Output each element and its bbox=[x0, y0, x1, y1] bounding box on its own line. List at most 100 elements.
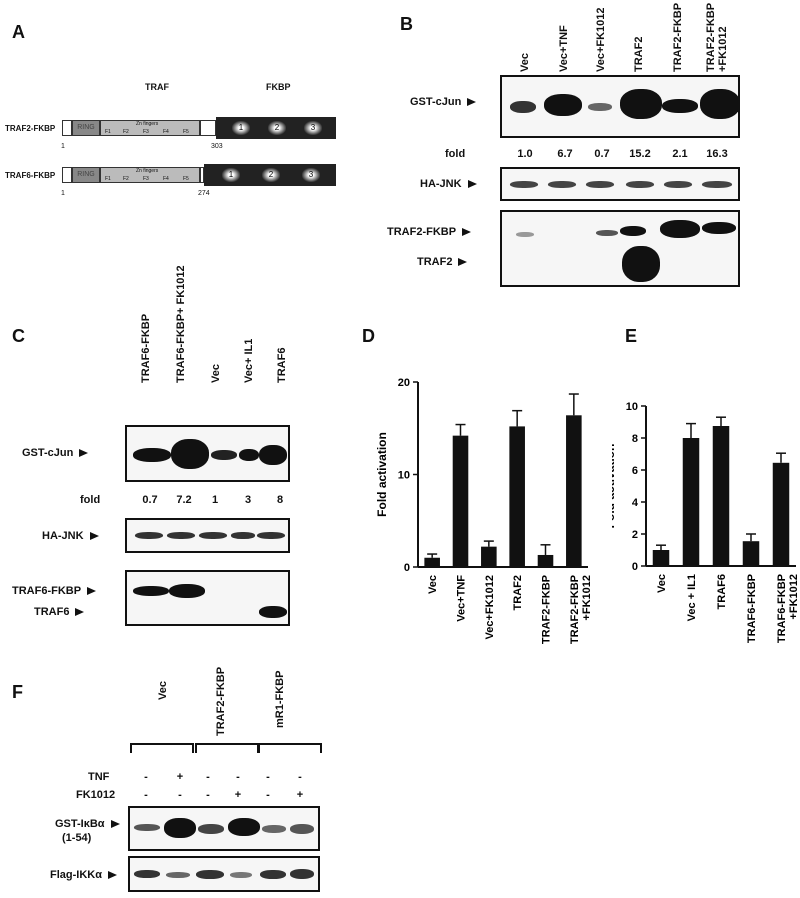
y-tick-label: 4 bbox=[632, 497, 639, 509]
y-tick-label: 0 bbox=[404, 562, 410, 574]
zn-finger-domain: Zn fingers F1 F2 F3 F4 F5 bbox=[100, 167, 200, 183]
lane-label: TRAF6 bbox=[276, 347, 288, 383]
tnf-sign: - bbox=[206, 771, 210, 783]
x-tick-label: Vec + IL1 bbox=[686, 574, 698, 621]
lane-label: Vec bbox=[210, 364, 222, 383]
gst-ikba-label: GST-IκBα bbox=[55, 818, 120, 830]
x-tick-label: Vec+FK1012 bbox=[484, 575, 496, 640]
fold-label: fold bbox=[80, 494, 101, 506]
traf2-blot bbox=[500, 210, 740, 287]
panel-c-letter: C bbox=[12, 326, 25, 346]
y-axis-label: Fold activation bbox=[375, 432, 389, 517]
fold-value: 6.7 bbox=[557, 148, 573, 160]
flag-ikka-blot bbox=[128, 856, 320, 892]
fold-value: 2.1 bbox=[672, 148, 688, 160]
traf6-fkbp-domain-map: RING Zn fingers F1 F2 F3 F4 F5 1 2 3 bbox=[62, 164, 337, 186]
x-tick-label: TRAF2-FKBP+FK1012 bbox=[569, 575, 592, 644]
fold-value: 1 bbox=[211, 494, 219, 506]
bar bbox=[452, 435, 469, 567]
y-tick-label: 6 bbox=[632, 465, 638, 477]
lane-label: TRAF6-FKBP bbox=[140, 313, 152, 383]
construct-traf6-fkbp-label: TRAF6-FKBP bbox=[5, 171, 56, 180]
bar bbox=[509, 426, 525, 567]
fold-value: 16.3 bbox=[706, 148, 728, 160]
fkbp-header: FKBP bbox=[266, 82, 291, 92]
lane-label: Vec+FK1012 bbox=[595, 7, 607, 72]
tnf-sign: + bbox=[176, 771, 184, 783]
lane-label: TRAF2 bbox=[633, 36, 645, 72]
gst-cjun-blot bbox=[500, 75, 740, 138]
tnf-sign: - bbox=[144, 771, 148, 783]
bracket bbox=[258, 743, 322, 753]
zn-finger-domain: Zn fingers F1 F2 F3 F4 F5 bbox=[100, 120, 200, 136]
lane-label: Vec bbox=[519, 53, 531, 72]
bar bbox=[652, 550, 670, 566]
bar bbox=[682, 438, 700, 566]
fold-label: fold bbox=[445, 148, 466, 160]
x-tick-label: TRAF6-FKBP+FK1012 bbox=[776, 574, 800, 643]
traf6-band-label: TRAF6 bbox=[34, 606, 85, 618]
panel-a-letter: A bbox=[12, 22, 25, 42]
x-tick-label: TRAF2 bbox=[512, 575, 524, 610]
tnf-sign: - bbox=[236, 771, 240, 783]
fk-sign: - bbox=[178, 789, 182, 801]
tnf-sign: - bbox=[266, 771, 270, 783]
gst-cjun-blot bbox=[125, 425, 290, 482]
y-tick-label: 10 bbox=[626, 401, 638, 413]
ring-domain: RING bbox=[72, 167, 100, 183]
fk1012-label: FK1012 bbox=[76, 789, 116, 801]
bar bbox=[566, 415, 582, 567]
y-tick-label: 2 bbox=[632, 529, 638, 541]
tnf-label: TNF bbox=[88, 771, 110, 783]
gst-ikba-sub: (1-54) bbox=[62, 832, 92, 844]
panel-f-letter: F bbox=[12, 682, 23, 702]
bar bbox=[424, 557, 440, 567]
gst-cjun-label: GST-cJun bbox=[410, 96, 477, 108]
y-tick-label: 10 bbox=[398, 470, 410, 482]
fk-sign: + bbox=[296, 789, 304, 801]
bar bbox=[537, 554, 554, 567]
traf2-start-pos: 1 bbox=[61, 143, 65, 150]
traf2-fkbp-band-label: TRAF2-FKBP bbox=[387, 226, 472, 238]
traf6-junction-pos: 274 bbox=[198, 190, 210, 197]
ha-jnk-blot bbox=[500, 167, 740, 201]
fkbp-domain: 1 2 3 bbox=[204, 164, 336, 186]
lane-label: TRAF2-FKBP bbox=[672, 2, 684, 72]
group-label: mR1-FKBP bbox=[274, 670, 286, 728]
ring-domain: RING bbox=[72, 120, 100, 136]
traf6-blot bbox=[125, 570, 290, 626]
fk-sign: + bbox=[234, 789, 242, 801]
x-tick-label: TRAF2-FKBP bbox=[541, 575, 553, 644]
y-axis-label: Fold activation bbox=[612, 444, 617, 529]
ha-jnk-label: HA-JNK bbox=[420, 178, 477, 190]
group-label: Vec bbox=[157, 681, 169, 700]
panel-d-letter: D bbox=[362, 326, 375, 346]
tnf-sign: - bbox=[298, 771, 302, 783]
fold-value: 1.0 bbox=[517, 148, 533, 160]
y-tick-label: 8 bbox=[632, 433, 638, 445]
y-tick-label: 0 bbox=[632, 561, 638, 573]
bar bbox=[712, 426, 730, 566]
gst-ikba-blot bbox=[128, 806, 320, 851]
panel-e-letter: E bbox=[625, 326, 638, 346]
ha-jnk-label: HA-JNK bbox=[42, 530, 99, 542]
bracket bbox=[130, 743, 194, 753]
fkbp-domain: 1 2 3 bbox=[216, 117, 336, 139]
fk-sign: - bbox=[206, 789, 210, 801]
traf6-fkbp-band-label: TRAF6-FKBP bbox=[12, 585, 97, 597]
x-tick-label: Vec bbox=[656, 574, 668, 593]
fold-value: 15.2 bbox=[629, 148, 651, 160]
fold-value: 8 bbox=[276, 494, 284, 506]
bar bbox=[481, 546, 497, 567]
fold-value: 3 bbox=[244, 494, 252, 506]
traf2-band-label: TRAF2 bbox=[417, 256, 468, 268]
group-label: TRAF2-FKBP bbox=[215, 666, 227, 736]
lane-label: TRAF6-FKBP+ FK1012 bbox=[175, 265, 187, 383]
bracket bbox=[195, 743, 259, 753]
gst-cjun-label: GST-cJun bbox=[22, 447, 89, 459]
lane-label: Vec+ IL1 bbox=[243, 338, 255, 383]
traf-header: TRAF bbox=[145, 82, 169, 92]
fk-sign: - bbox=[144, 789, 148, 801]
